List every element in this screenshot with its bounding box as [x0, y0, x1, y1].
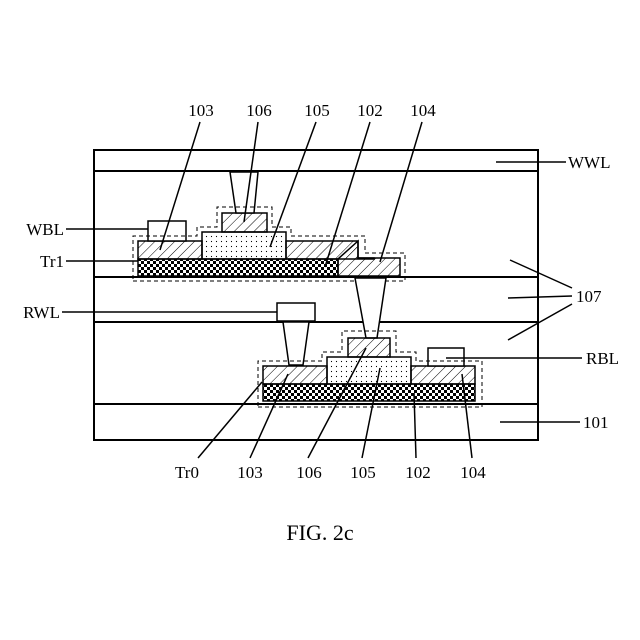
inter-layer-via	[355, 278, 386, 338]
tr0-channel-102	[263, 384, 475, 401]
label-rbl: RBL	[586, 349, 619, 368]
rwl-via	[283, 322, 309, 365]
label-bot-106: 106	[296, 463, 322, 482]
leader-bot-102	[414, 393, 416, 458]
label-rwl: RWL	[23, 303, 60, 322]
label-wwl: WWL	[568, 153, 610, 172]
rwl-contact	[277, 303, 315, 321]
transistor-tr1	[138, 172, 400, 276]
label-bot-103: 103	[237, 463, 263, 482]
label-top-105: 105	[304, 101, 330, 120]
label-tr1: Tr1	[40, 252, 64, 271]
label-bot-102: 102	[405, 463, 431, 482]
leader-107-a	[510, 260, 572, 288]
rbl-contact	[428, 348, 464, 366]
label-bot-105: 105	[350, 463, 376, 482]
label-top-104: 104	[410, 101, 436, 120]
tr0-gate-106	[348, 338, 390, 357]
label-top-103: 103	[188, 101, 214, 120]
reference-labels: 103 106 105 102 104 WWL WBL Tr1 RWL 107 …	[23, 101, 619, 482]
label-top-106: 106	[246, 101, 272, 120]
tr1-electrode-103	[138, 241, 202, 259]
label-wbl: WBL	[26, 220, 64, 239]
label-107: 107	[576, 287, 602, 306]
leader-top-105	[270, 122, 316, 247]
label-101: 101	[583, 413, 609, 432]
figure-caption: FIG. 2c	[286, 520, 353, 545]
wbl-contact	[148, 221, 186, 241]
leader-top-104	[380, 122, 422, 262]
tr0-electrode-104	[411, 366, 475, 384]
leader-107-b	[508, 296, 572, 298]
tr1-channel-102	[138, 259, 338, 276]
label-top-102: 102	[357, 101, 383, 120]
leader-lines	[62, 122, 582, 458]
tr0-electrode-103	[263, 366, 327, 384]
label-tr0: Tr0	[175, 463, 199, 482]
label-bot-104: 104	[460, 463, 486, 482]
tr0-gate-dielectric-105	[327, 357, 411, 384]
leader-tr0	[198, 382, 262, 458]
